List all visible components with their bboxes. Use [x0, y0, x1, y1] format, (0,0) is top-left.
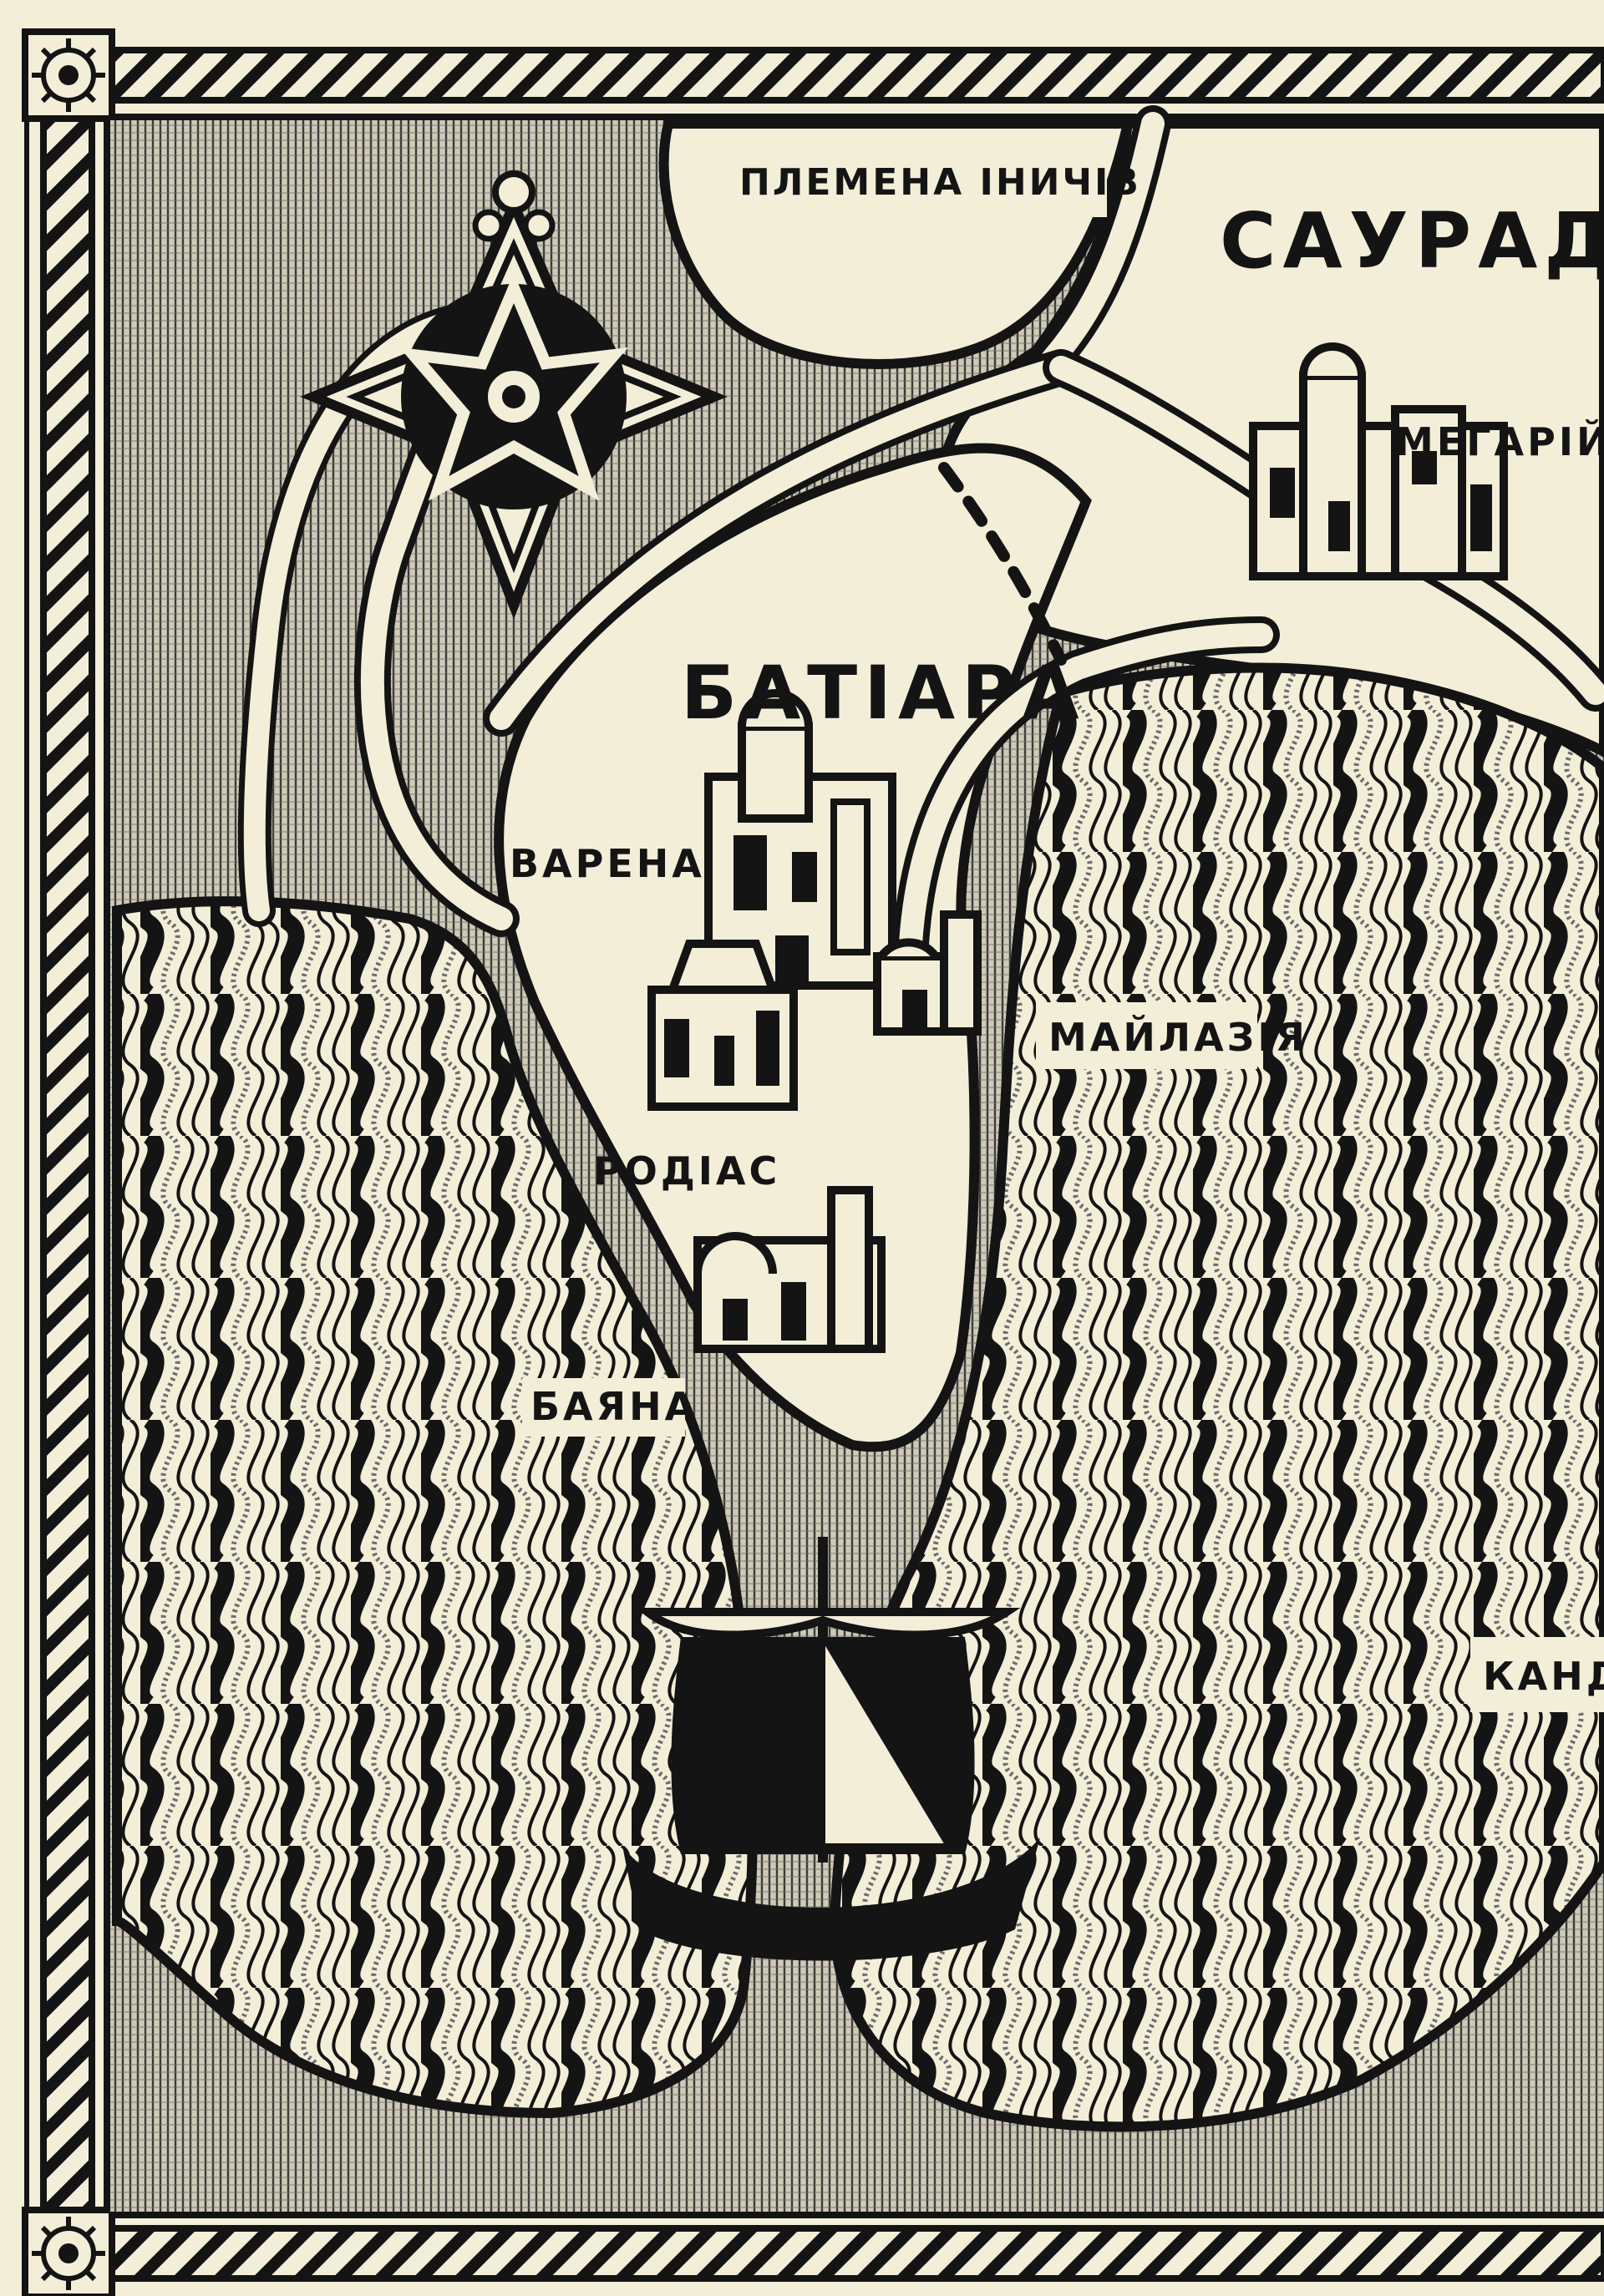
city-icon	[704, 689, 896, 990]
region-label-tribes: ПЛЕМЕНА ІНИЧІВ	[739, 161, 1141, 204]
city-label-mailazia: МАЙЛАЗІЯ	[1048, 1015, 1308, 1060]
ship-icon	[622, 1537, 1040, 1961]
city-label-kand: КАНД	[1483, 1654, 1604, 1699]
region-label-batiara: БАТІАРА	[681, 650, 1086, 736]
bayana-plaque	[522, 1378, 685, 1437]
city-label-rodias: РОДІАС	[593, 1148, 780, 1194]
border-sun-icon	[22, 2207, 115, 2296]
compass-rose-icon	[300, 170, 728, 620]
city-label-bayana: БАЯНА	[530, 1384, 698, 1429]
western-sea	[112, 896, 758, 2119]
city-icon	[1249, 342, 1508, 580]
region-label-sauradia: САУРАДІЯ	[1220, 196, 1604, 286]
city-label-varena: ВАРЕНА	[510, 841, 705, 886]
city-label-megariy: МЕГАРІЙ	[1395, 419, 1604, 464]
tribes-plaque	[718, 142, 1107, 217]
city-icon	[693, 1186, 886, 1353]
eastern-sea	[830, 662, 1604, 2132]
city-icon	[647, 940, 798, 1111]
mailazia-plaque	[1036, 1002, 1257, 1069]
border-sun-icon	[22, 28, 115, 122]
kand-plaque	[1470, 1637, 1604, 1712]
city-icon	[873, 910, 982, 1036]
roads	[237, 105, 1604, 962]
